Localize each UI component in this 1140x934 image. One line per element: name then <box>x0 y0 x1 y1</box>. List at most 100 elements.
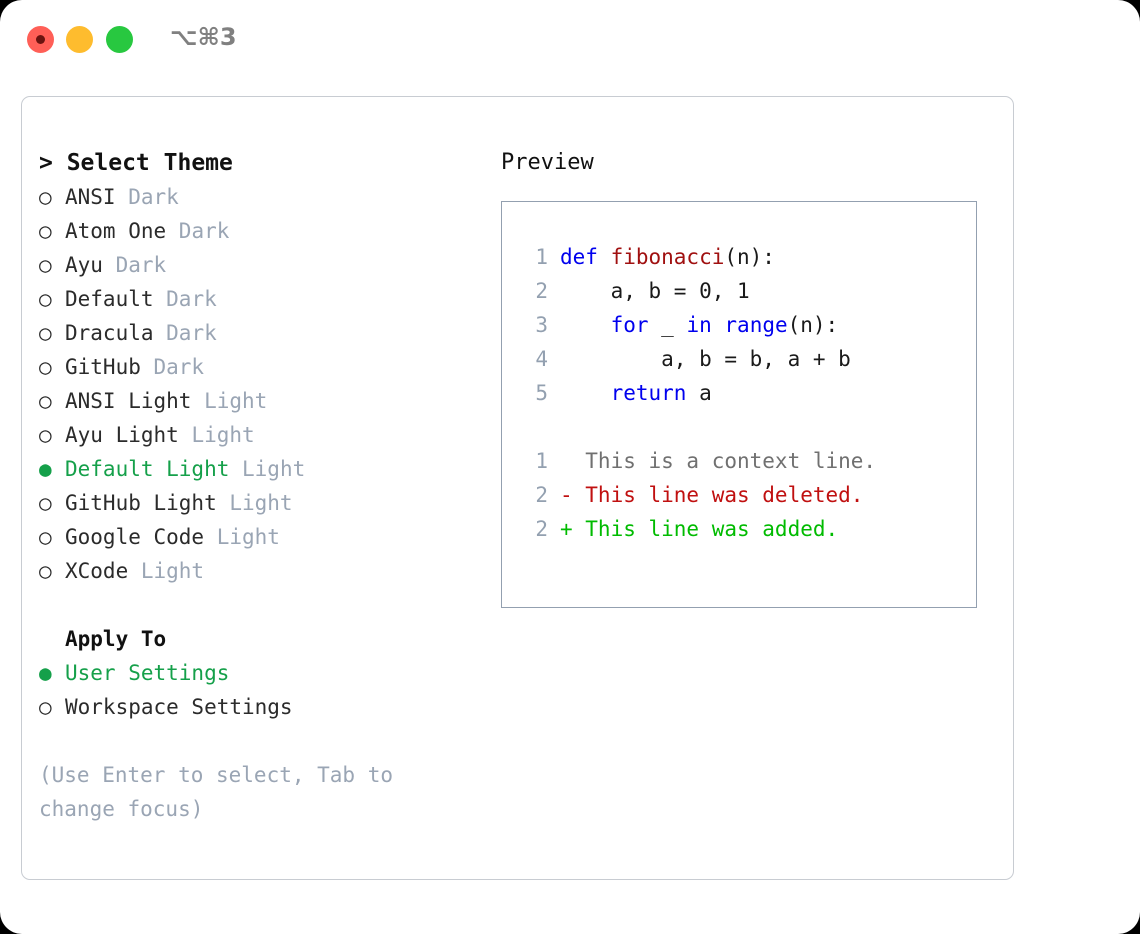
select-theme-heading: > Select Theme <box>39 150 233 176</box>
line-number: 2 <box>535 279 548 303</box>
code-token: (n): <box>724 245 775 269</box>
code-token: fibonacci <box>610 245 725 269</box>
radio-unselected-icon[interactable]: ○ <box>39 491 52 515</box>
theme-variant-tag: Light <box>229 457 306 481</box>
code-token: return <box>610 381 687 405</box>
theme-variant-tag: Light <box>128 559 205 583</box>
theme-option-label: Ayu Light <box>65 423 179 447</box>
theme-option-0[interactable]: ○ ANSI Dark <box>39 180 479 214</box>
code-token <box>560 381 611 405</box>
title-bar: ⌥⌘3 <box>0 0 1140 78</box>
radio-unselected-icon[interactable]: ○ <box>39 423 52 447</box>
theme-variant-tag: Dark <box>153 321 217 345</box>
line-number: 2 <box>535 517 548 541</box>
code-token: def <box>560 245 611 269</box>
code-diff-gap <box>518 410 976 444</box>
radio-unselected-icon[interactable]: ○ <box>39 355 52 379</box>
diff-line-1: 2 - This line was deleted. <box>518 478 976 512</box>
code-token <box>712 313 725 337</box>
apply-to-list[interactable]: ● User Settings ○Workspace Settings <box>39 656 479 724</box>
theme-option-10[interactable]: ○ Google Code Light <box>39 520 479 554</box>
theme-option-label: Default Light <box>65 457 230 481</box>
code-token: _ <box>648 313 687 337</box>
theme-variant-tag: Dark <box>166 219 230 243</box>
theme-picker-panel: > Select Theme ○ANSI Dark○Atom One Dark○… <box>21 96 1014 880</box>
code-line-2: 2 a, b = 0, 1 <box>518 274 976 308</box>
diff-line-0: 1 This is a context line. <box>518 444 976 478</box>
theme-option-label: Google Code <box>65 525 205 549</box>
theme-option-5[interactable]: ○ GitHub Dark <box>39 350 479 384</box>
radio-unselected-icon[interactable]: ○ <box>39 389 52 413</box>
radio-selected-icon[interactable]: ● <box>39 457 52 481</box>
code-line-4: 4 a, b = b, a + b <box>518 342 976 376</box>
theme-option-4[interactable]: ○ Dracula Dark <box>39 316 479 350</box>
theme-option-label: ANSI Light <box>65 389 192 413</box>
code-token: a, b = b, a + b <box>560 347 851 371</box>
theme-option-label: Atom One <box>65 219 167 243</box>
diff-sample: 1 This is a context line. 2 - This line wa… <box>518 444 976 546</box>
line-number: 1 <box>535 449 548 473</box>
theme-variant-tag: Light <box>216 491 293 515</box>
theme-option-label: Ayu <box>65 253 103 277</box>
line-number: 5 <box>535 381 548 405</box>
theme-option-7[interactable]: ○ Ayu Light Light <box>39 418 479 452</box>
theme-variant-tag: Dark <box>140 355 205 379</box>
code-token: a, b = 0, 1 <box>560 279 750 303</box>
theme-option-1[interactable]: ○ Atom One Dark <box>39 214 479 248</box>
theme-list[interactable]: ○ ANSI Dark ○ Atom One Dark ○ Ayu Dark ○ Defaul… <box>39 180 479 588</box>
radio-unselected-icon[interactable]: ○ <box>39 287 52 311</box>
theme-variant-tag: Light <box>204 525 280 549</box>
preview-heading: Preview <box>501 150 594 175</box>
code-token: a <box>686 381 712 405</box>
theme-option-label: XCode <box>65 559 129 583</box>
radio-unselected-icon[interactable]: ○ <box>39 219 52 243</box>
diff-text: This is a context line. <box>560 449 877 473</box>
apply-to-option-1[interactable]: ○Workspace Settings <box>39 690 479 724</box>
theme-option-6[interactable]: ○ ANSI Light Light <box>39 384 479 418</box>
theme-variant-tag: Dark <box>102 253 167 277</box>
maximize-button[interactable] <box>106 26 133 53</box>
theme-option-label: GitHub Light <box>65 491 217 515</box>
theme-variant-tag: Light <box>191 389 268 413</box>
theme-option-2[interactable]: ○ Ayu Dark <box>39 248 479 282</box>
code-line-3: 3 for _ in range(n): <box>518 308 976 342</box>
radio-unselected-icon[interactable]: ○ <box>39 525 52 549</box>
close-button[interactable] <box>27 26 54 53</box>
apply-to-option-0[interactable]: ● User Settings <box>39 656 479 690</box>
radio-unselected-icon[interactable]: ○ <box>39 253 52 277</box>
apply-to-heading: Apply To <box>65 627 167 651</box>
radio-unselected-icon[interactable]: ○ <box>39 559 52 583</box>
minimize-button[interactable] <box>66 26 93 53</box>
code-token: for <box>610 313 649 337</box>
code-line-5: 5 return a <box>518 376 976 410</box>
theme-option-label: Dracula <box>65 321 154 345</box>
diff-text: - This line was deleted. <box>560 483 864 507</box>
radio-unselected-icon[interactable]: ○ <box>39 321 52 345</box>
theme-selector-column: > Select Theme ○ANSI Dark○Atom One Dark○… <box>39 146 479 826</box>
line-number: 2 <box>535 483 548 507</box>
theme-variant-tag: Dark <box>153 287 217 311</box>
code-token: (n): <box>787 313 839 337</box>
theme-option-label: Default <box>65 287 154 311</box>
theme-option-3[interactable]: ○ Default Dark <box>39 282 479 316</box>
theme-option-9[interactable]: ○ GitHub Light Light <box>39 486 479 520</box>
theme-option-8[interactable]: ● Default Light Light <box>39 452 479 486</box>
apply-to-option-label: User Settings <box>65 661 230 685</box>
theme-variant-tag: Light <box>178 423 255 447</box>
line-number: 4 <box>535 347 548 371</box>
theme-option-11[interactable]: ○ XCode Light <box>39 554 479 588</box>
theme-variant-tag: Dark <box>115 185 179 209</box>
radio-unselected-icon[interactable]: ○ <box>39 695 52 719</box>
code-token: in <box>686 313 712 337</box>
radio-unselected-icon[interactable]: ○ <box>39 185 52 209</box>
keyboard-hint-text: (Use Enter to select, Tab to change focu… <box>39 763 406 821</box>
radio-selected-icon[interactable]: ● <box>39 661 52 685</box>
diff-text: + This line was added. <box>560 517 839 541</box>
theme-option-label: GitHub <box>65 355 141 379</box>
theme-option-label: ANSI <box>65 185 116 209</box>
